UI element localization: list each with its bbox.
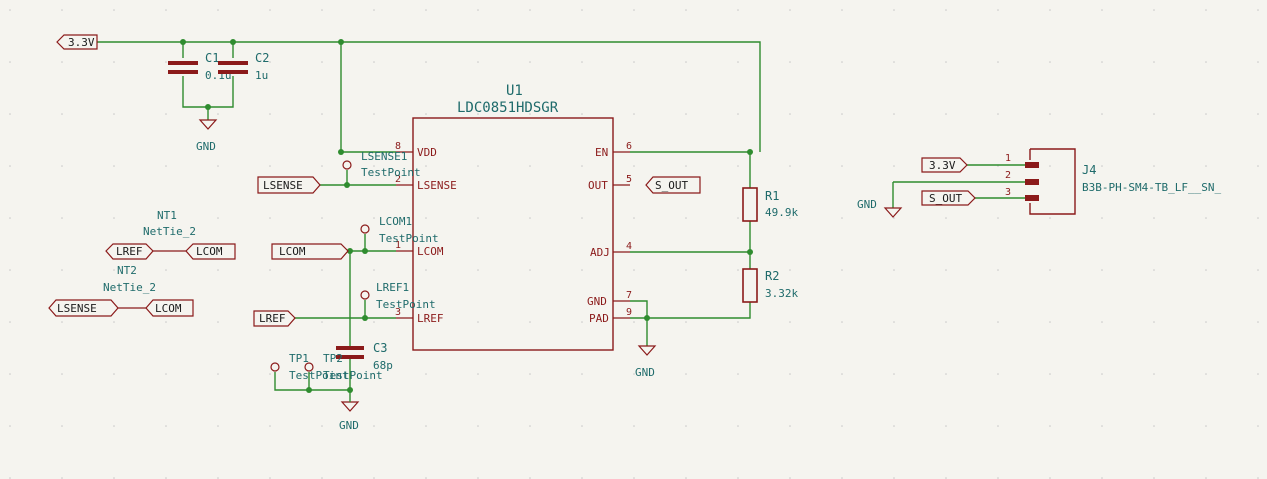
svg-text:NetTie_2: NetTie_2: [103, 281, 156, 294]
svg-text:U1: U1: [506, 83, 523, 99]
svg-text:LSENSE: LSENSE: [57, 302, 97, 315]
connector-j4[interactable]: 1 2 3 J4 B3B-PH-SM4-TB_LF__SN_: [1005, 148, 1221, 215]
svg-text:LREF1: LREF1: [376, 281, 409, 294]
testpoint-lcom1[interactable]: LCOM1 TestPoint: [360, 215, 439, 245]
svg-text:2: 2: [395, 174, 401, 185]
svg-text:NetTie_2: NetTie_2: [143, 225, 196, 238]
svg-text:TP2: TP2: [323, 352, 343, 365]
svg-text:4: 4: [626, 241, 632, 252]
grid-dots: [9, 9, 1259, 479]
ic-u1[interactable]: U1 LDC0851HDSGR 8 VDD 2 LSENSE 1 LCOM 3 …: [395, 83, 632, 351]
svg-text:LREF: LREF: [259, 312, 286, 325]
svg-text:NT2: NT2: [117, 264, 137, 277]
svg-text:3.32k: 3.32k: [765, 287, 798, 300]
svg-text:8: 8: [395, 141, 401, 152]
nettie-nt2[interactable]: NT2 NetTie_2 LSENSE LCOM: [48, 264, 194, 317]
net-label-sout-u1[interactable]: S_OUT: [645, 176, 701, 194]
svg-text:C3: C3: [373, 341, 387, 355]
svg-text:LCOM: LCOM: [196, 245, 223, 258]
svg-text:5: 5: [626, 174, 632, 185]
svg-text:NT1: NT1: [157, 209, 177, 222]
svg-text:3: 3: [395, 307, 401, 318]
ground-symbol-c3: GND: [339, 390, 360, 432]
svg-text:1: 1: [395, 240, 401, 251]
net-label-lcom[interactable]: LCOM: [271, 243, 349, 260]
svg-text:2: 2: [1005, 170, 1011, 181]
svg-text:LCOM: LCOM: [417, 245, 444, 258]
svg-text:LREF: LREF: [417, 312, 444, 325]
svg-text:LDC0851HDSGR: LDC0851HDSGR: [457, 100, 559, 116]
testpoint-tp1[interactable]: TP1 TestPoint: [270, 352, 349, 382]
svg-text:PAD: PAD: [589, 312, 609, 325]
capacitor-c3[interactable]: C3 68p: [336, 341, 393, 372]
svg-text:LCOM: LCOM: [155, 302, 182, 315]
ground-symbol-caps: GND: [196, 119, 218, 153]
svg-text:LSENSE: LSENSE: [417, 179, 457, 192]
svg-text:R1: R1: [765, 189, 779, 203]
svg-text:3.3V: 3.3V: [929, 159, 956, 172]
svg-text:7: 7: [626, 290, 632, 301]
resistor-r2[interactable]: R2 3.32k: [742, 268, 798, 303]
svg-text:TestPoint: TestPoint: [361, 166, 421, 179]
junctions: [180, 39, 753, 393]
net-label-3v3-top[interactable]: 3.3V: [56, 34, 98, 50]
svg-text:C1: C1: [205, 51, 219, 65]
net-label-lsense[interactable]: LSENSE: [257, 176, 321, 194]
svg-text:3: 3: [1005, 187, 1011, 198]
testpoint-lsense1[interactable]: LSENSE1 TestPoint: [342, 150, 421, 179]
testpoint-lref1[interactable]: LREF1 TestPoint: [360, 281, 436, 311]
svg-text:C2: C2: [255, 51, 269, 65]
svg-text:B3B-PH-SM4-TB_LF__SN_: B3B-PH-SM4-TB_LF__SN_: [1082, 181, 1221, 194]
svg-text:VDD: VDD: [417, 146, 437, 159]
ground-symbol-u1: GND: [635, 345, 657, 379]
wires: [97, 41, 1030, 391]
svg-text:S_OUT: S_OUT: [655, 179, 688, 192]
svg-text:9: 9: [626, 307, 632, 318]
svg-text:GND: GND: [339, 419, 359, 432]
svg-text:TestPoint: TestPoint: [289, 369, 349, 382]
svg-text:GND: GND: [196, 140, 216, 153]
svg-text:LCOM1: LCOM1: [379, 215, 412, 228]
capacitor-c2[interactable]: C2 1u: [218, 51, 269, 82]
svg-text:GND: GND: [635, 366, 655, 379]
svg-text:TestPoint: TestPoint: [323, 369, 383, 382]
testpoint-tp2[interactable]: TP2 TestPoint: [304, 352, 383, 382]
svg-text:3.3V: 3.3V: [68, 36, 95, 49]
net-label-lref[interactable]: LREF: [253, 310, 296, 327]
svg-text:R2: R2: [765, 269, 779, 283]
svg-text:LREF: LREF: [116, 245, 143, 258]
svg-text:TestPoint: TestPoint: [379, 232, 439, 245]
svg-text:J4: J4: [1082, 163, 1096, 177]
svg-text:GND: GND: [857, 198, 877, 211]
svg-text:LSENSE: LSENSE: [263, 179, 303, 192]
svg-text:TP1: TP1: [289, 352, 309, 365]
svg-text:49.9k: 49.9k: [765, 206, 798, 219]
resistor-r1[interactable]: R1 49.9k: [742, 187, 798, 222]
svg-text:EN: EN: [595, 146, 608, 159]
ground-symbol-j4: GND: [857, 198, 903, 218]
svg-text:OUT: OUT: [588, 179, 608, 192]
svg-text:1u: 1u: [255, 69, 268, 82]
svg-text:GND: GND: [587, 295, 607, 308]
capacitor-c1[interactable]: C1 0.1u: [168, 51, 232, 82]
nettie-nt1[interactable]: NT1 NetTie_2 LREF LCOM: [105, 209, 236, 260]
svg-text:ADJ: ADJ: [590, 246, 610, 259]
svg-text:LSENSE1: LSENSE1: [361, 150, 407, 163]
svg-text:68p: 68p: [373, 359, 393, 372]
svg-text:LCOM: LCOM: [279, 245, 306, 258]
svg-text:S_OUT: S_OUT: [929, 192, 962, 205]
svg-text:6: 6: [626, 141, 632, 152]
net-label-3v3-j4[interactable]: 3.3V: [921, 157, 968, 173]
svg-text:TestPoint: TestPoint: [376, 298, 436, 311]
svg-text:1: 1: [1005, 153, 1011, 164]
net-label-sout-j4[interactable]: S_OUT: [921, 190, 976, 206]
